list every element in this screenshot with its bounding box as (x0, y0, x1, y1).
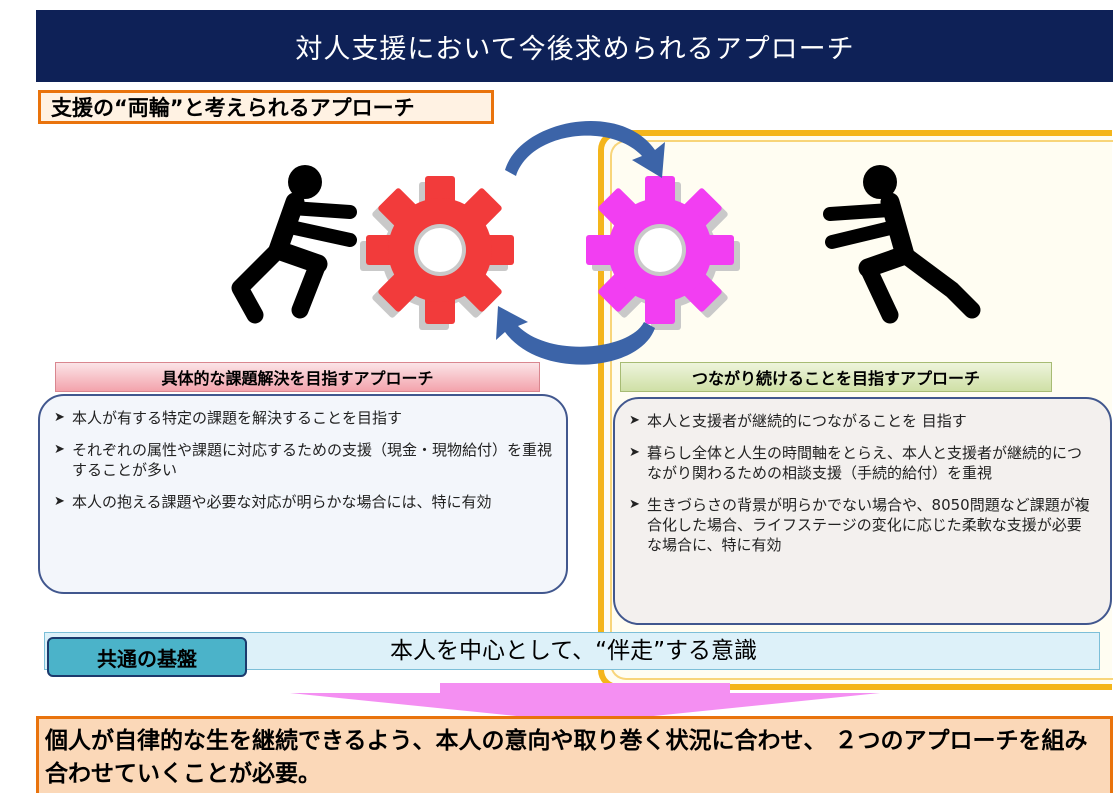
list-item-text: 暮らし全体と人生の時間軸をとらえ、本人と支援者が継続的につながり関わるための相談… (647, 444, 1083, 482)
left-approach-box: ➤ 本人が有する特定の課題を解決することを目指す ➤ それぞれの属性や課題に対応… (38, 394, 568, 594)
arrowhead-bullet-icon: ➤ (54, 442, 65, 457)
conclusion-box: 個人が自律的な生を継続できるよう、本人の意向や取り巻く状況に合わせ、 ２つのアプ… (36, 716, 1113, 793)
arrowhead-bullet-icon: ➤ (629, 445, 640, 460)
cycle-arrows-icon (496, 121, 665, 365)
arrowhead-bullet-icon: ➤ (629, 497, 640, 512)
common-foundation-label: 共通の基盤 (47, 637, 247, 677)
list-item: ➤ それぞれの属性や課題に対応するための支援（現金・現物給付）を重視することが多… (54, 440, 552, 480)
arrowhead-bullet-icon: ➤ (54, 410, 65, 425)
arrowhead-bullet-icon: ➤ (54, 494, 65, 509)
common-foundation-text: 本人を中心として、“伴走”する意識 (390, 638, 757, 664)
list-item-text: 本人と支援者が継続的につながることを 目指す (647, 412, 967, 430)
left-approach-label-text: 具体的な課題解決を目指すアプローチ (161, 369, 434, 388)
down-arrow-icon (290, 683, 880, 723)
right-approach-label-text: つながり続けることを目指すアプローチ (691, 369, 980, 388)
list-item-text: 本人の抱える課題や必要な対応が明らかな場合には、特に有効 (72, 493, 492, 511)
common-foundation-label-text: 共通の基盤 (97, 646, 197, 671)
list-item-text: 本人が有する特定の課題を解決することを目指す (72, 409, 403, 427)
right-approach-box: ➤ 本人と支援者が継続的につながることを 目指す ➤ 暮らし全体と人生の時間軸を… (613, 397, 1112, 625)
list-item-text: それぞれの属性や課題に対応するための支援（現金・現物給付）を重視することが多い (72, 441, 553, 479)
right-frame-inner (610, 140, 1113, 680)
subtitle-box: 支援の“両輪”と考えられるアプローチ (38, 90, 494, 124)
conclusion-text: 個人が自律的な生を継続できるよう、本人の意向や取り巻く状況に合わせ、 ２つのアプ… (45, 728, 1088, 787)
list-item: ➤ 暮らし全体と人生の時間軸をとらえ、本人と支援者が継続的につながり関わるための… (629, 443, 1096, 483)
left-approach-label: 具体的な課題解決を目指すアプローチ (55, 362, 540, 392)
right-gear-icon (586, 176, 740, 330)
gears-illustration (231, 121, 981, 365)
subtitle-text: 支援の“両輪”と考えられるアプローチ (51, 96, 415, 120)
right-approach-label: つながり続けることを目指すアプローチ (620, 362, 1052, 392)
list-item: ➤ 本人と支援者が継続的につながることを 目指す (629, 411, 1096, 431)
left-person-icon (231, 165, 357, 324)
list-item: ➤ 生きづらさの背景が明らかでない場合や、8050問題など課題が複合化した場合、… (629, 495, 1096, 555)
list-item-text: 生きづらさの背景が明らかでない場合や、8050問題など課題が複合化した場合、ライ… (647, 496, 1090, 554)
arrowhead-bullet-icon: ➤ (629, 413, 640, 428)
left-gear-icon (360, 176, 514, 330)
page-title: 対人支援において今後求められるアプローチ (36, 10, 1113, 82)
page-title-text: 対人支援において今後求められるアプローチ (295, 33, 855, 65)
list-item: ➤ 本人が有する特定の課題を解決することを目指す (54, 408, 552, 428)
list-item: ➤ 本人の抱える課題や必要な対応が明らかな場合には、特に有効 (54, 492, 552, 512)
right-person-icon (823, 165, 981, 324)
